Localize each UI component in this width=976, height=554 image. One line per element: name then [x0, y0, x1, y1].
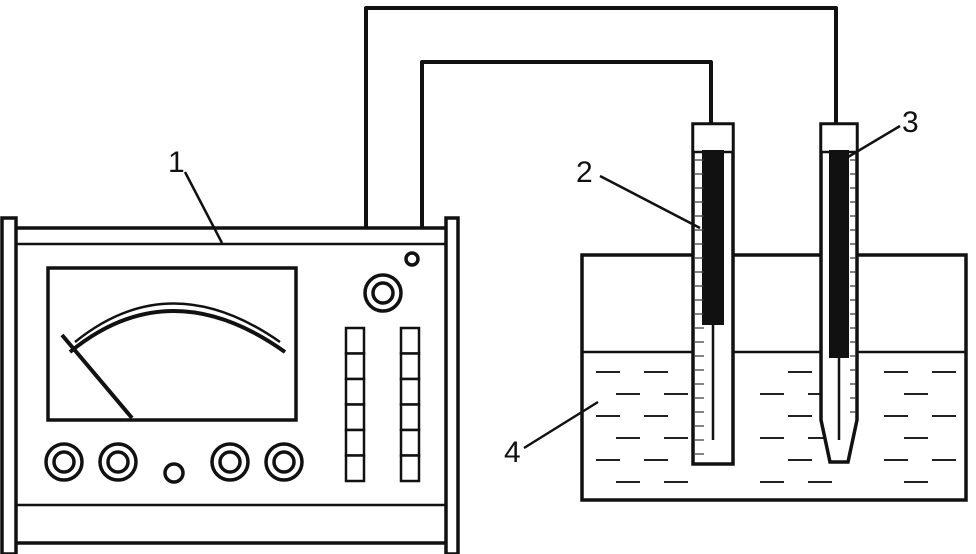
electrode-2: [691, 122, 735, 466]
panel-button: [344, 377, 366, 406]
panel-button: [344, 428, 366, 457]
electrode-2-core: [702, 150, 724, 325]
label-2: 2: [576, 156, 593, 189]
knob: [210, 442, 250, 482]
meter-right-flange: [444, 216, 460, 554]
button-column-left: [344, 326, 366, 483]
panel-button: [344, 454, 366, 483]
panel-button: [399, 326, 421, 355]
panel-button: [344, 403, 366, 432]
panel-button: [399, 454, 421, 483]
leader-line-1: [183, 171, 224, 244]
indicator-light: [404, 251, 420, 267]
small-knob: [163, 462, 185, 484]
meter-knobs: [44, 251, 420, 484]
wires: [364, 6, 838, 228]
meter-instrument: [0, 216, 460, 554]
panel-button: [399, 377, 421, 406]
electrode-3-cap: [819, 122, 859, 154]
meter-scale-arc-inner: [74, 302, 281, 344]
panel-button: [399, 428, 421, 457]
leader-line-2: [599, 174, 701, 230]
electrode-3-core: [829, 150, 849, 358]
top-knob: [363, 273, 403, 313]
electrode-3-ticks: [850, 159, 856, 413]
beaker-body: [580, 253, 968, 502]
panel-button: [344, 352, 366, 381]
electrode-3: [819, 122, 859, 464]
knob: [264, 442, 304, 482]
liquid-lines: [596, 371, 956, 483]
knob: [98, 442, 138, 482]
panel-button: [344, 326, 366, 355]
beaker: [580, 253, 968, 502]
leader-line-4: [523, 400, 599, 450]
electrode-2-cap: [691, 122, 735, 154]
label-3: 3: [902, 106, 919, 139]
label-4: 4: [504, 436, 521, 469]
meter-display-window: [46, 266, 298, 422]
leader-line-3: [842, 124, 901, 162]
label-1: 1: [168, 146, 185, 179]
wire-inner: [420, 60, 713, 228]
panel-button: [399, 352, 421, 381]
electrode-2-ticks: [695, 159, 704, 455]
panel-button: [399, 403, 421, 432]
wire-outer: [364, 6, 838, 228]
knob: [44, 442, 84, 482]
meter-scale-arc: [68, 309, 287, 354]
meter-needle: [60, 333, 134, 420]
meter-left-flange: [0, 216, 18, 554]
button-column-right: [399, 326, 421, 483]
